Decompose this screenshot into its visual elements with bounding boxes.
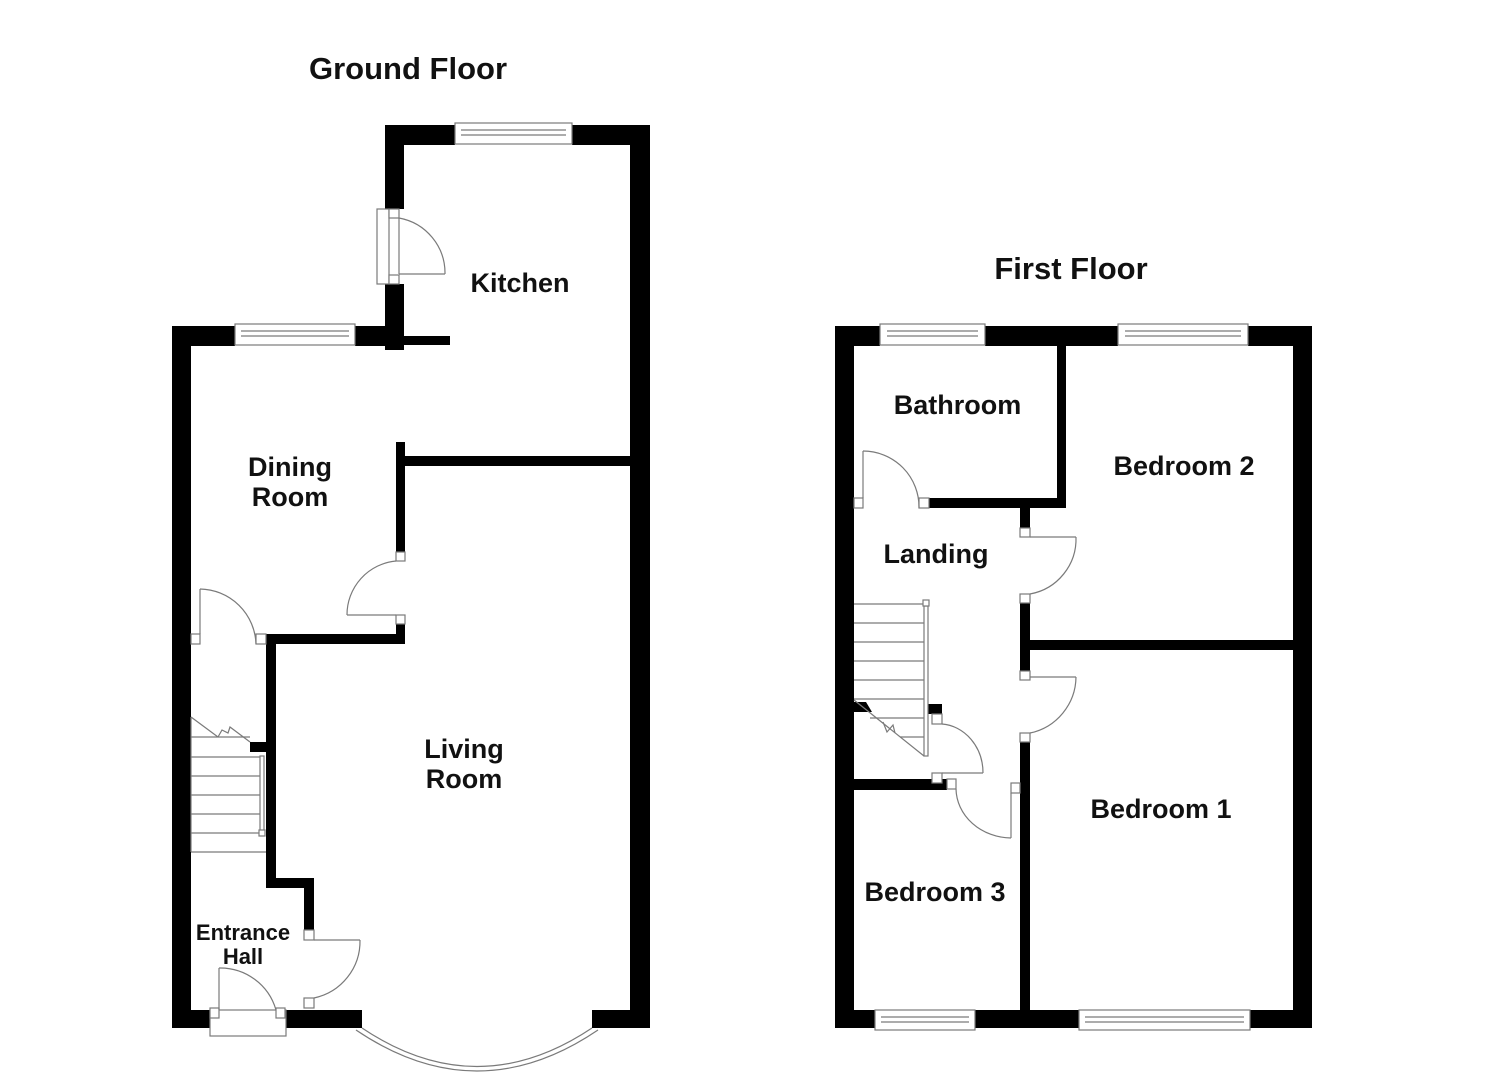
living-line2: Room (425, 764, 503, 795)
ground-floor-doors[interactable] (190, 208, 446, 1019)
entrance-line2: Hall (222, 943, 264, 969)
living-line1: Living (424, 734, 504, 764)
ground-floor-title: Ground Floor (308, 51, 508, 86)
room-label-kitchen: Kitchen (470, 268, 570, 298)
ground-floor-stairs (190, 716, 266, 853)
room-label-living-room: Living Room (404, 734, 524, 794)
ground-floor-windows[interactable] (209, 122, 599, 1072)
ground-floor-walls (172, 125, 650, 1028)
first-floor-windows[interactable] (874, 323, 1251, 1031)
dining-line1: Dining (248, 452, 332, 482)
room-label-dining-room: Dining Room (230, 452, 350, 512)
room-label-bedroom-3: Bedroom 3 (864, 877, 1006, 907)
room-label-bedroom-2: Bedroom 2 (1113, 451, 1255, 481)
first-floor-stairs (853, 599, 930, 757)
first-floor-walls (835, 326, 1312, 1028)
room-label-entrance-hall: Entrance Hall (188, 921, 298, 969)
room-label-landing: Landing (883, 539, 989, 569)
room-label-bathroom: Bathroom (893, 390, 1022, 420)
first-floor-title: First Floor (994, 251, 1148, 286)
entrance-line1: Entrance (195, 920, 291, 945)
room-label-bedroom-1: Bedroom 1 (1090, 794, 1232, 824)
first-floor-doors[interactable] (853, 450, 1077, 839)
dining-line2: Room (251, 482, 329, 513)
